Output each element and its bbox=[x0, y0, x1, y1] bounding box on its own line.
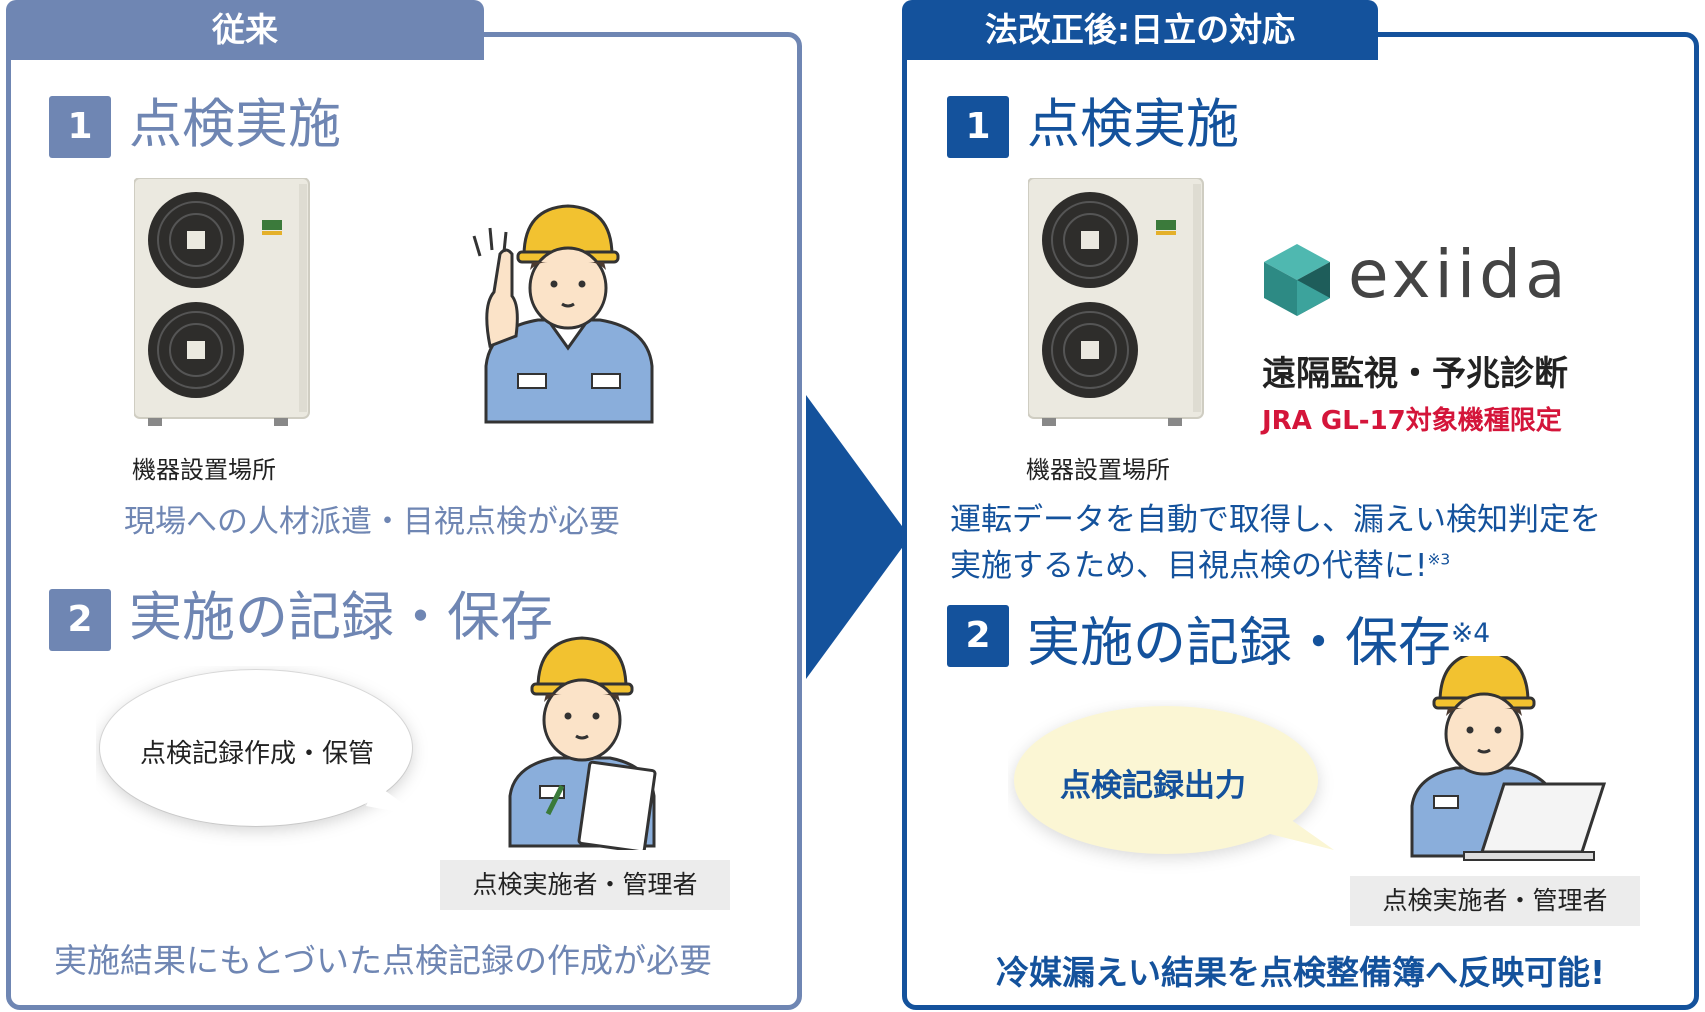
worker-pointing-icon bbox=[472, 204, 654, 424]
equipment-location-label: 機器設置場所 bbox=[1026, 456, 1170, 484]
step1-number-badge: 1 bbox=[49, 96, 111, 158]
worker-laptop-icon bbox=[1410, 656, 1607, 861]
footnote-marker: ※4 bbox=[1451, 618, 1491, 649]
scope-note: JRA GL-17対象機種限定 bbox=[1262, 406, 1562, 436]
step1-number-badge: 1 bbox=[947, 96, 1009, 158]
outdoor-unit-icon bbox=[134, 178, 310, 427]
step2-number-badge: 2 bbox=[49, 589, 111, 651]
step2-description: 冷媒漏えい結果を点検整備簿へ反映可能! bbox=[996, 953, 1606, 992]
equipment-location-label: 機器設置場所 bbox=[132, 456, 276, 484]
tab-conventional: 従来 bbox=[6, 0, 484, 60]
speech-bubble-text: 点検記録作成・保管 bbox=[140, 739, 375, 769]
worker-clipboard-icon bbox=[508, 636, 657, 850]
tab-hitachi-response: 法改正後:日立の対応 bbox=[902, 0, 1378, 60]
exiida-cube-icon bbox=[1264, 244, 1330, 316]
step2-number-badge: 2 bbox=[947, 605, 1009, 667]
step1-title: 点検実施 bbox=[129, 94, 341, 155]
step1-title: 点検実施 bbox=[1027, 94, 1239, 155]
outdoor-unit-icon bbox=[1028, 178, 1204, 427]
exiida-logo-text: exiida bbox=[1348, 236, 1570, 313]
arrow-right-icon bbox=[806, 395, 910, 679]
step1-description-line1: 運転データを自動で取得し、漏えい検知判定を bbox=[950, 502, 1601, 538]
step1-description-line2: 実施するため、目視点検の代替に!※3 bbox=[950, 548, 1451, 584]
role-label: 点検実施者・管理者 bbox=[1350, 876, 1640, 926]
remote-monitoring-label: 遠隔監視・予兆診断 bbox=[1262, 354, 1568, 394]
step2-title: 実施の記録・保存 bbox=[129, 587, 553, 648]
footnote-marker: ※3 bbox=[1427, 550, 1451, 569]
step2-title: 実施の記録・保存※4 bbox=[1027, 612, 1491, 674]
step1-description: 現場への人材派遣・目視点検が必要 bbox=[124, 504, 620, 540]
speech-bubble-output bbox=[1014, 706, 1334, 854]
step2-description: 実施結果にもとづいた点検記録の作成が必要 bbox=[54, 941, 713, 980]
speech-bubble-text: 点検記録出力 bbox=[1060, 768, 1246, 804]
speech-bubble-record bbox=[99, 669, 420, 827]
role-label: 点検実施者・管理者 bbox=[440, 860, 730, 910]
